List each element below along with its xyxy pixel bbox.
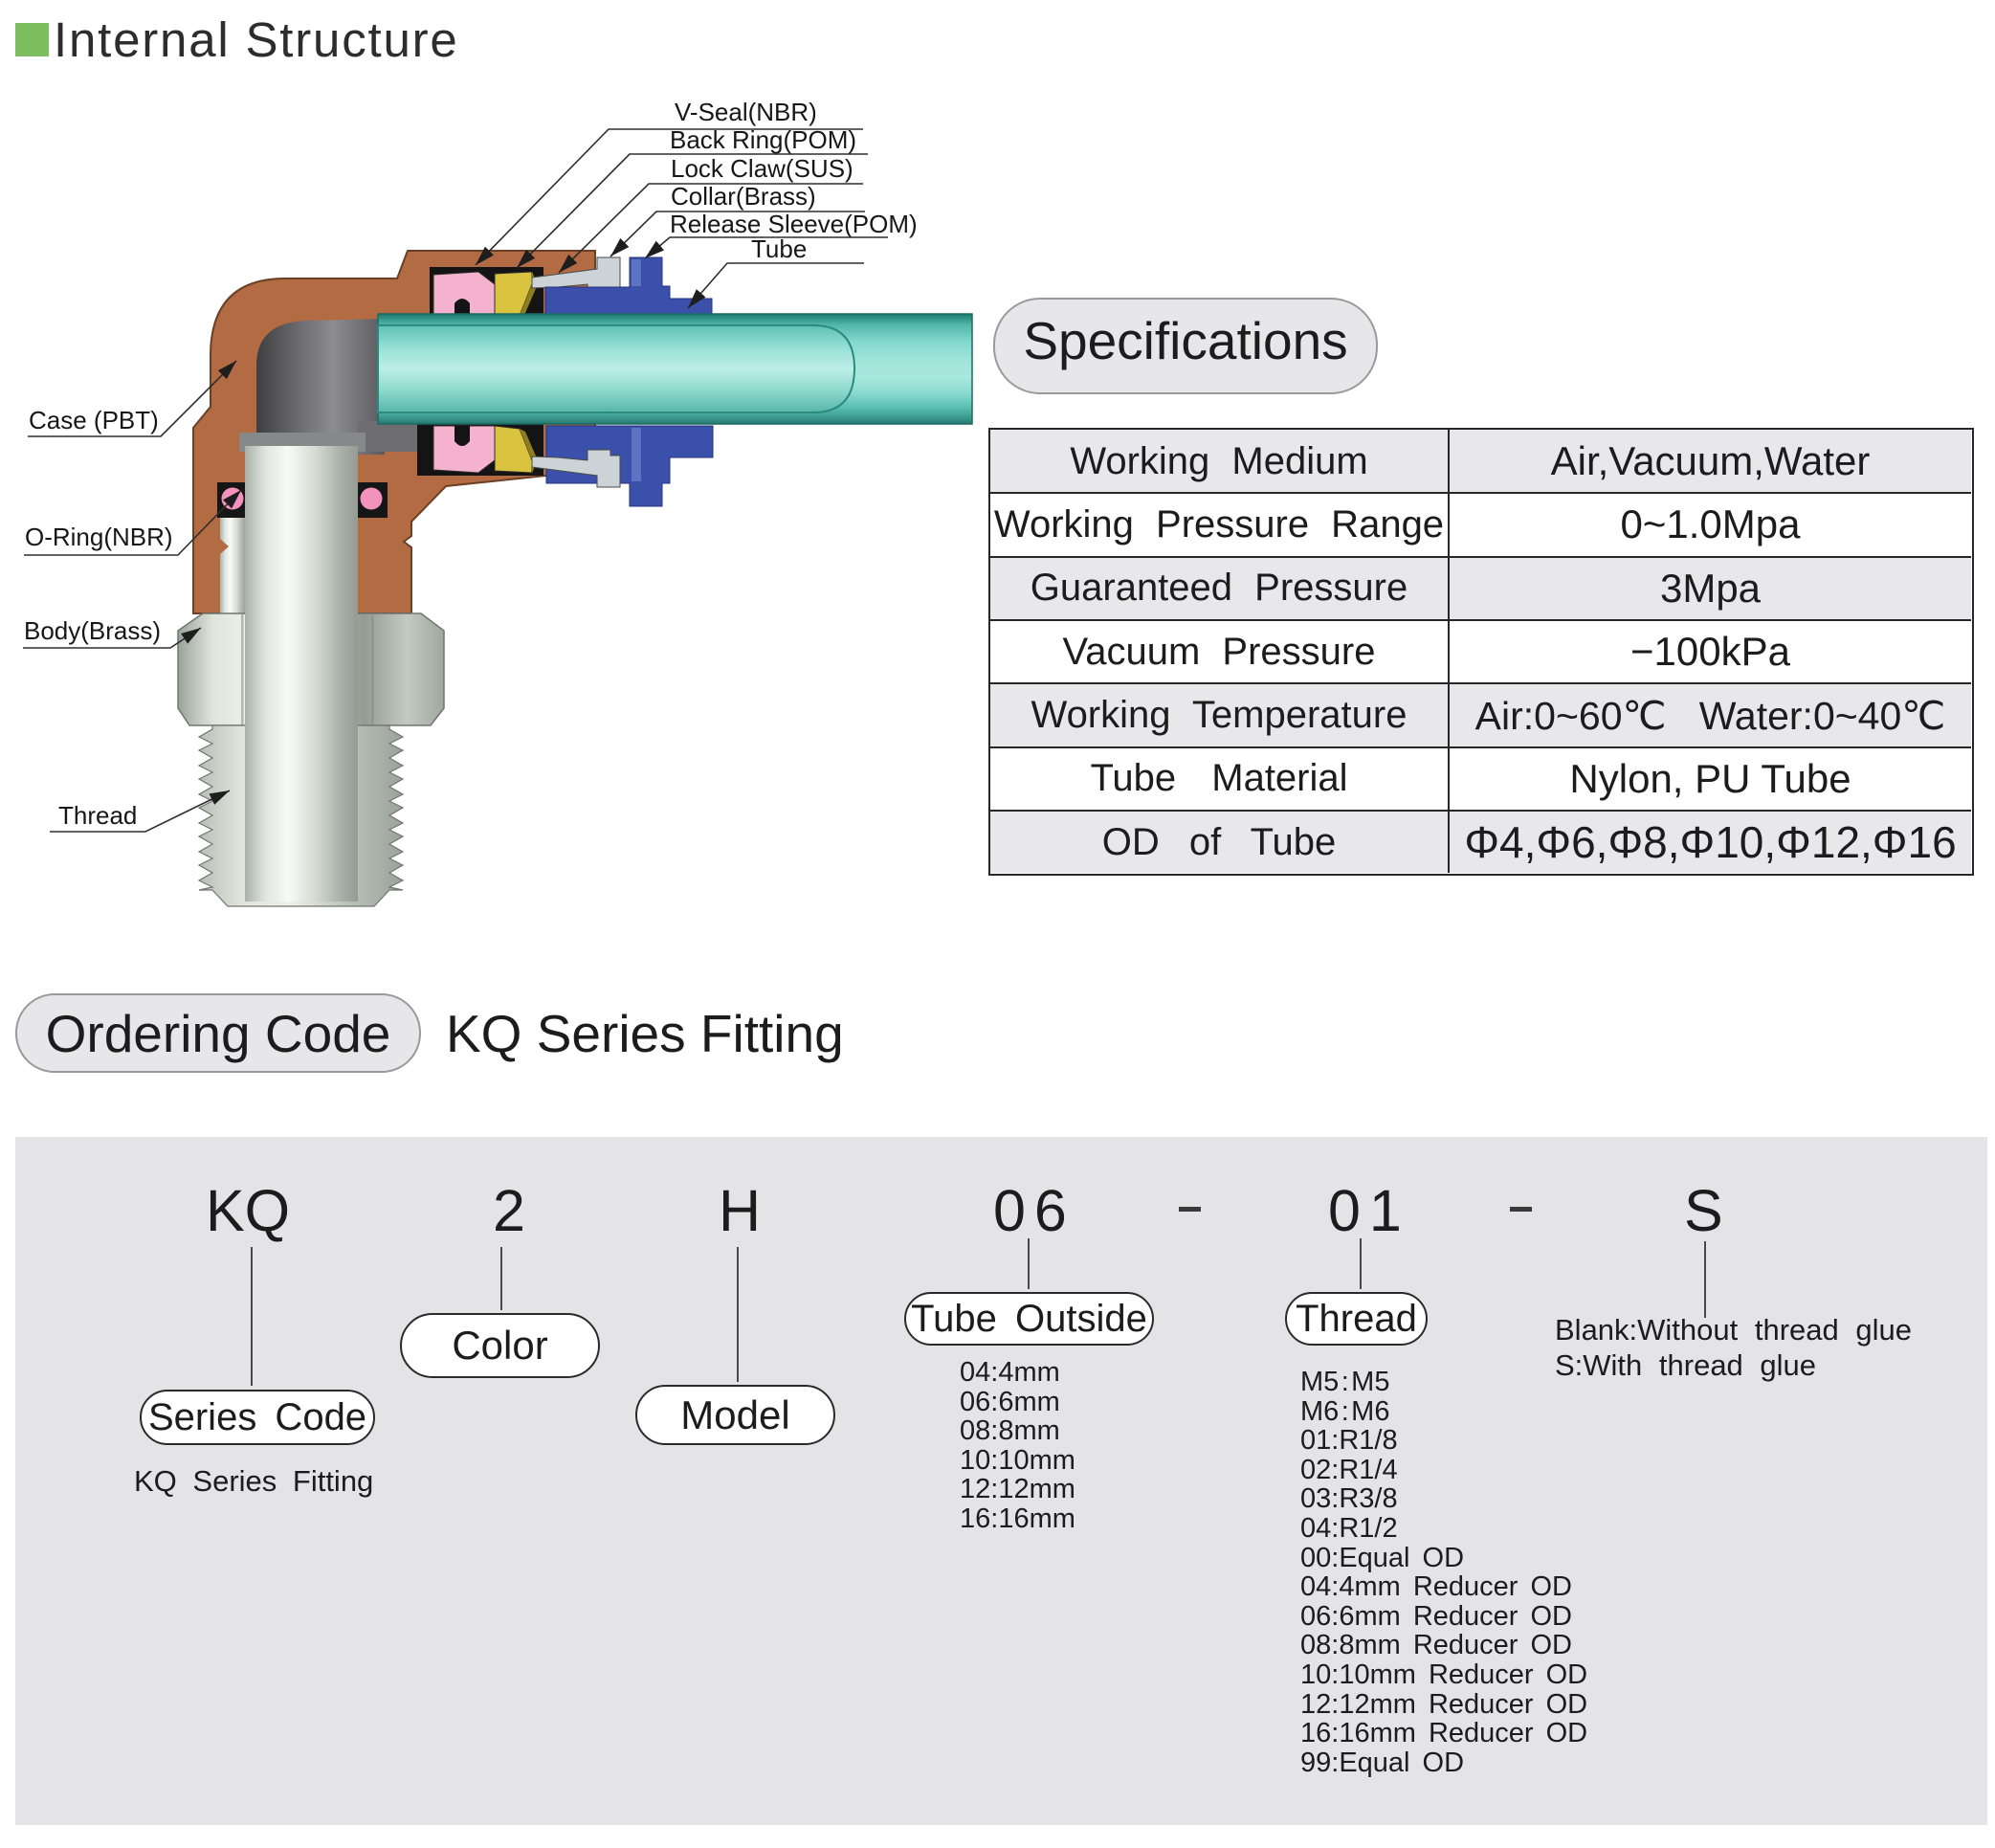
svg-text:V-Seal(NBR): V-Seal(NBR) <box>675 98 817 126</box>
svg-text:Thread: Thread <box>58 801 137 830</box>
svg-text:Back Ring(POM): Back Ring(POM) <box>670 125 856 154</box>
svg-text:Body(Brass): Body(Brass) <box>24 616 161 645</box>
svg-text:Tube: Tube <box>751 234 807 263</box>
svg-text:Case (PBT): Case (PBT) <box>29 406 159 434</box>
svg-text:Collar(Brass): Collar(Brass) <box>671 182 816 211</box>
svg-text:O-Ring(NBR): O-Ring(NBR) <box>25 523 173 551</box>
svg-text:Lock Claw(SUS): Lock Claw(SUS) <box>671 154 853 183</box>
svg-text:Release Sleeve(POM): Release Sleeve(POM) <box>670 210 918 238</box>
